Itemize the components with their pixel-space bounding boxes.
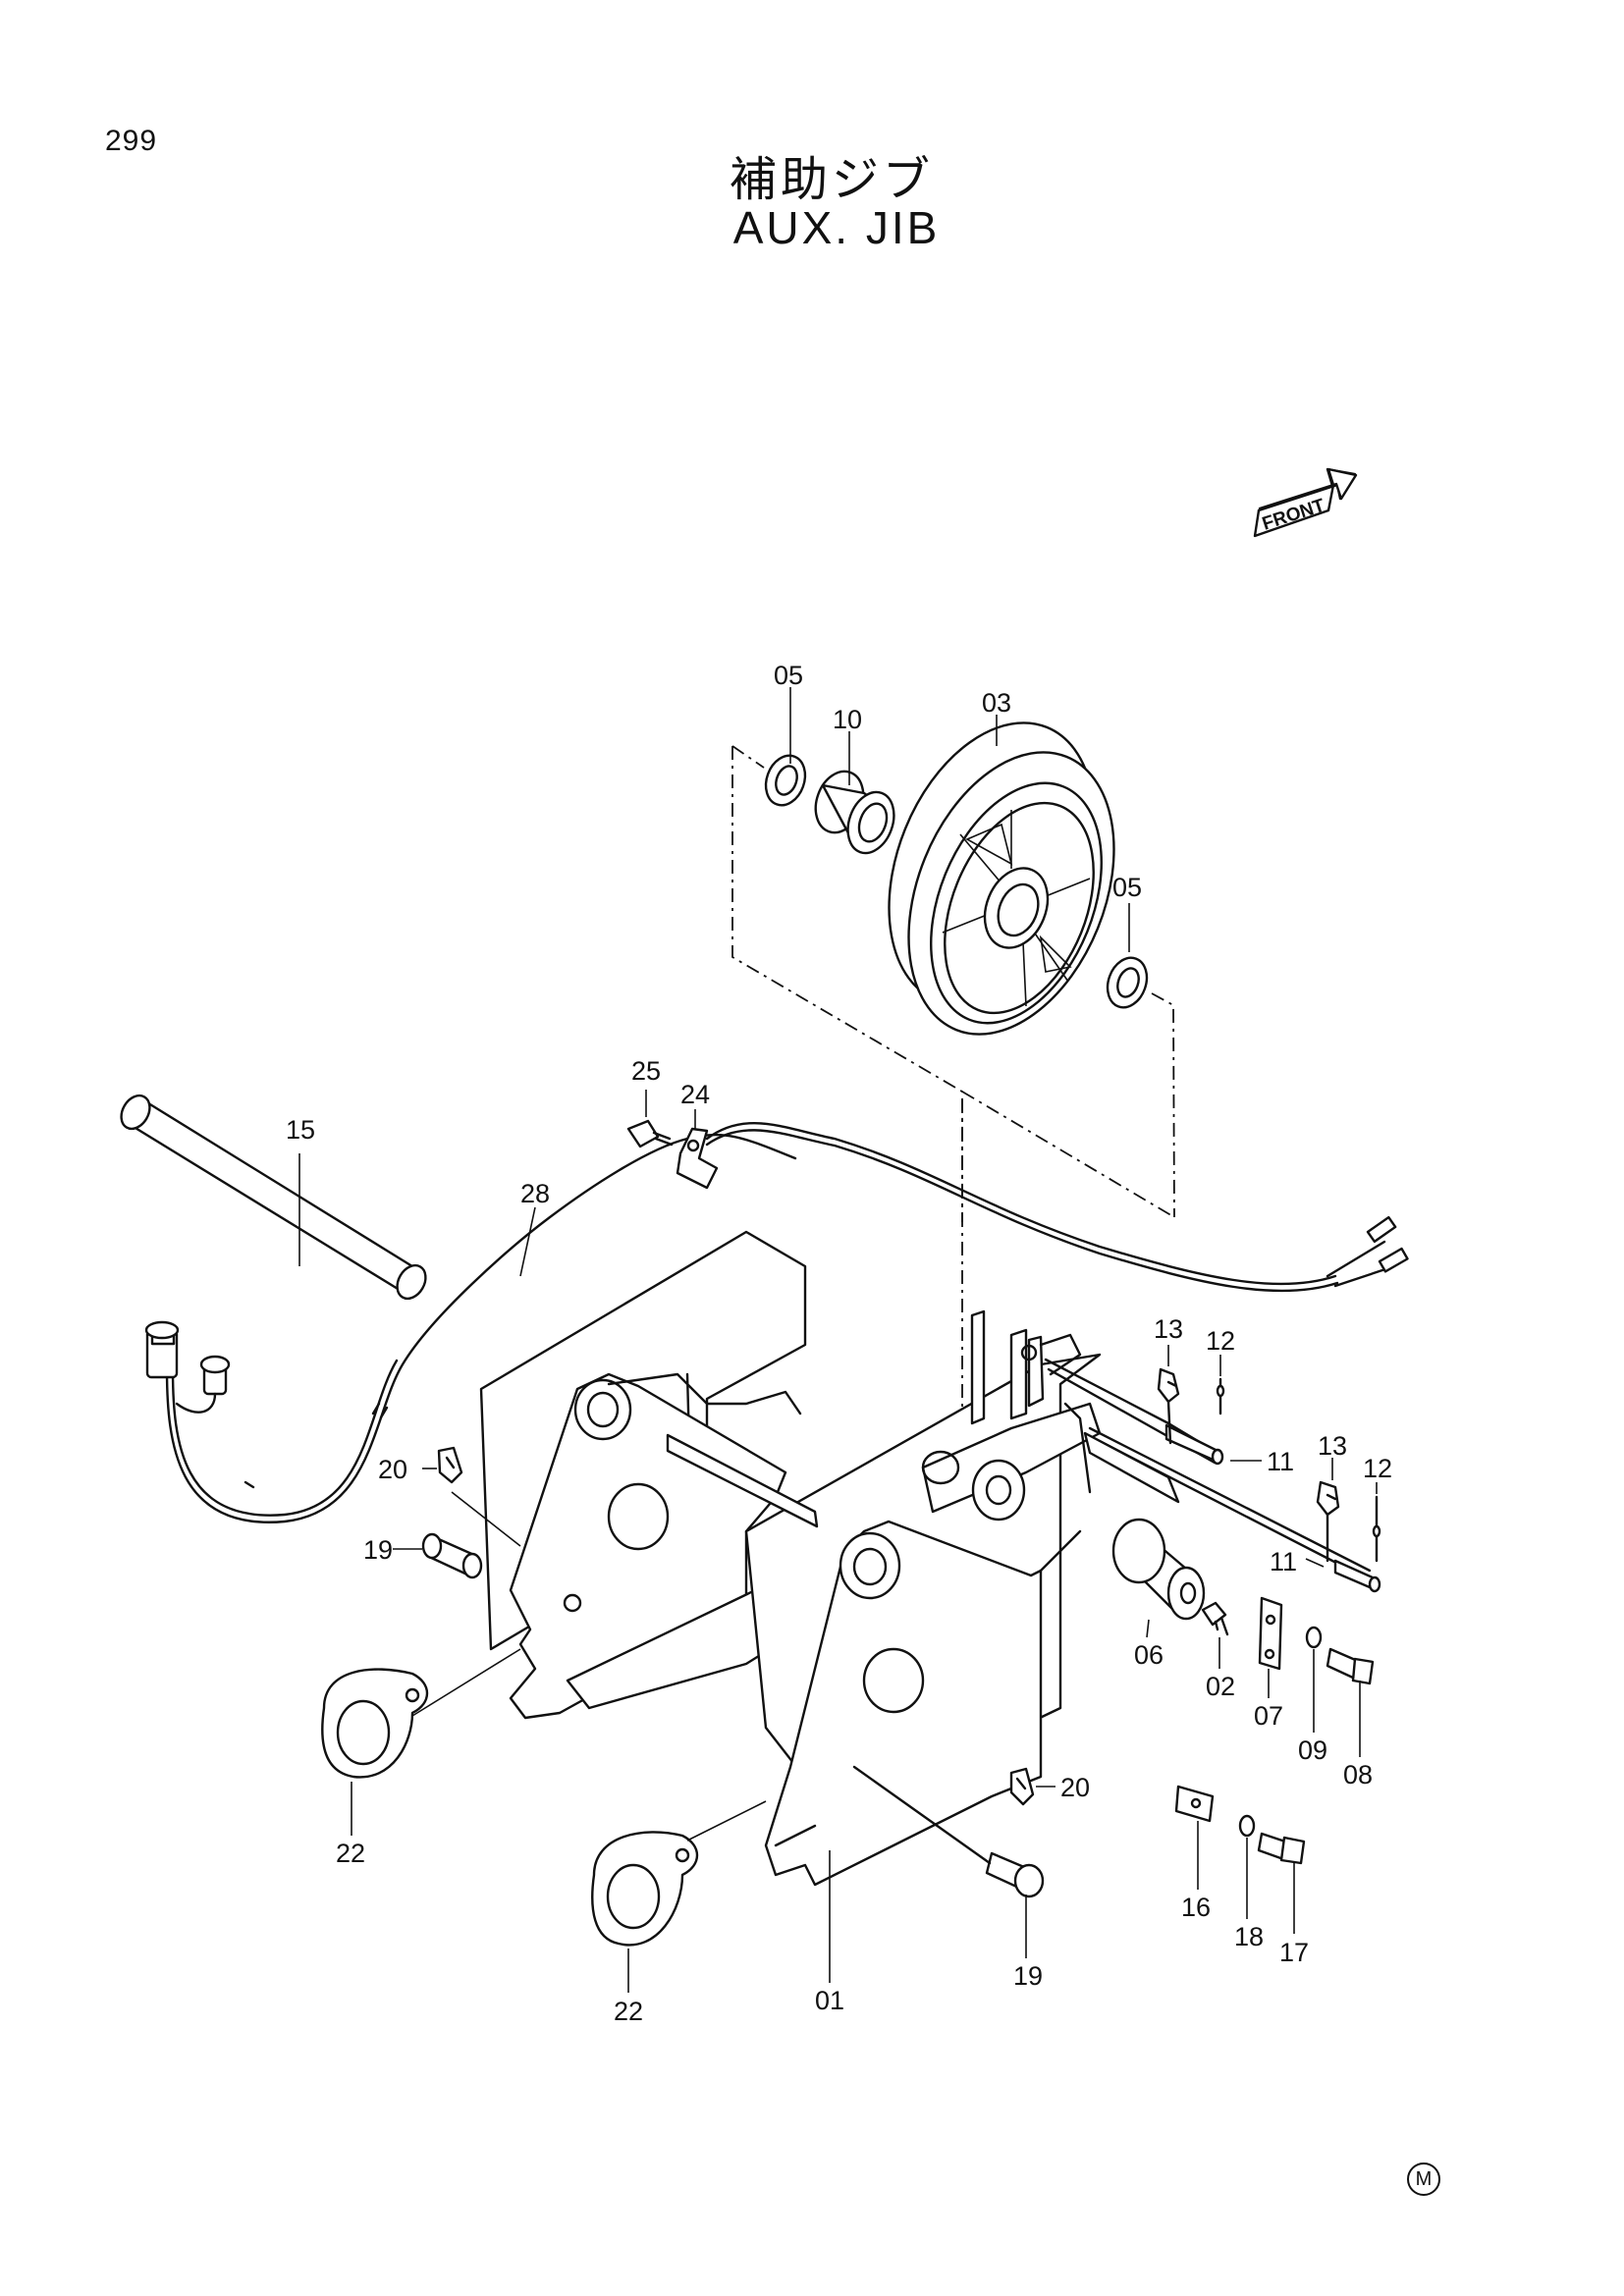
pin-19-lower (852, 1765, 1045, 1898)
callout-18: 18 (1234, 1922, 1264, 1951)
callout-19-lower: 19 (1013, 1961, 1043, 1991)
page-number: 299 (105, 125, 158, 157)
washer-09 (1305, 1626, 1323, 1649)
callout-19-upper: 19 (363, 1535, 393, 1565)
clip-20-lower (1009, 1767, 1035, 1806)
plate-22-lower (591, 1831, 699, 1947)
title-japanese: 補助ジブ (729, 152, 934, 207)
clamp-24 (676, 1127, 719, 1190)
callout-01: 01 (815, 1986, 844, 2015)
bracket-16 (1174, 1785, 1215, 1823)
bolt-08 (1326, 1647, 1375, 1685)
bolt-17 (1257, 1832, 1306, 1865)
callout-12-lower: 12 (1363, 1454, 1392, 1483)
callout-17: 17 (1279, 1938, 1309, 1967)
callout-13-upper: 13 (1154, 1314, 1183, 1344)
washer-05-left (764, 754, 807, 807)
front-label: FRONT (1260, 495, 1327, 534)
pin-11-lower (1083, 1426, 1381, 1593)
callout-07: 07 (1254, 1701, 1283, 1731)
callout-28: 28 (520, 1179, 550, 1208)
callout-05-left: 05 (774, 661, 803, 690)
callout-03: 03 (982, 688, 1011, 718)
title-english: AUX. JIB (732, 202, 941, 253)
washer-05-right (1106, 956, 1149, 1009)
front-arrow-icon: FRONT (1253, 467, 1358, 538)
leader-lines (298, 687, 1378, 1993)
pin-12-lower (1372, 1495, 1381, 1563)
plate-22-upper (321, 1668, 429, 1779)
bracket-01 (479, 1230, 1102, 1887)
fitting-02 (1201, 1601, 1229, 1636)
callout-05-right: 05 (1112, 873, 1142, 902)
callout-10: 10 (833, 705, 862, 734)
callout-20-lower: 20 (1060, 1773, 1090, 1802)
clip-13-upper (1157, 1367, 1180, 1445)
callout-11-upper: 11 (1267, 1447, 1294, 1476)
cylinder-06 (1111, 1518, 1206, 1621)
pulley-group-outline (731, 745, 1175, 1433)
callout-13-lower: 13 (1318, 1431, 1347, 1461)
callout-15: 15 (286, 1115, 315, 1145)
clip-13-lower (1316, 1480, 1340, 1563)
pin-12-upper (1216, 1377, 1225, 1415)
callout-22-upper: 22 (336, 1839, 365, 1868)
callout-06: 06 (1134, 1640, 1164, 1670)
callout-labels: 05 10 03 05 25 24 15 28 13 12 11 13 12 1… (286, 661, 1392, 2026)
clip-20-upper (437, 1446, 463, 1484)
bushing-10 (814, 770, 895, 855)
callout-24: 24 (680, 1080, 710, 1109)
callout-25: 25 (631, 1056, 661, 1086)
pin-19-upper (421, 1532, 483, 1579)
sheave-03 (888, 721, 1115, 1036)
corner-mark: M (1407, 2163, 1440, 2196)
callout-08: 08 (1343, 1760, 1373, 1789)
callout-22-lower: 22 (614, 1997, 643, 2026)
plate-07 (1258, 1596, 1283, 1671)
callout-16: 16 (1181, 1893, 1211, 1922)
callout-12-upper: 12 (1206, 1326, 1235, 1356)
washer-18 (1238, 1814, 1256, 1838)
callout-02: 02 (1206, 1672, 1235, 1701)
callout-09: 09 (1298, 1735, 1327, 1765)
callout-11-lower: 11 (1270, 1547, 1297, 1576)
callout-20-upper: 20 (378, 1455, 407, 1484)
pin-15 (120, 1094, 427, 1301)
bolt-25 (626, 1119, 674, 1148)
